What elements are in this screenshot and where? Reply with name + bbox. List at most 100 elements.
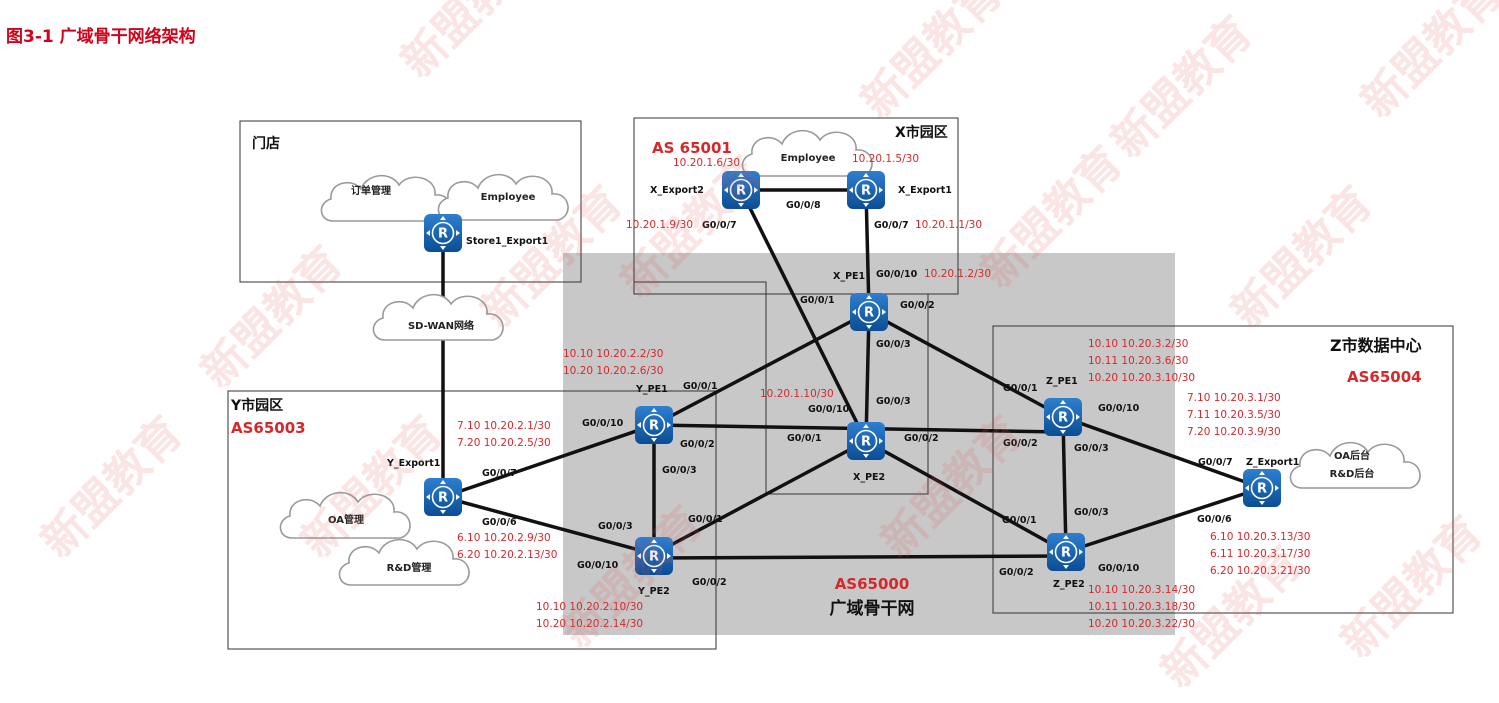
z-dc-zone-box <box>992 325 1454 614</box>
port-zpe1-g1: G0/0/1 <box>1003 383 1038 394</box>
router-icon-z-pe1[interactable] <box>1043 397 1083 437</box>
link-xpe2-zpe2 <box>864 439 1068 554</box>
ip-ype2-b: 10.20 10.20.2.14/30 <box>536 618 643 630</box>
link-ype1-yexp <box>441 423 656 499</box>
watermark: 新盟教育 <box>1102 7 1263 168</box>
x-park-zone-box <box>633 117 959 295</box>
as-x: AS 65001 <box>652 139 732 157</box>
cloud-order-mgmt-label: 订单管理 <box>351 184 391 197</box>
zone-z-dc-title: Z市数据中心 <box>1330 336 1422 355</box>
port-xpe1-g2: G0/0/2 <box>900 300 935 311</box>
ip-x1-top: 10.20.1.5/30 <box>852 153 919 165</box>
ip-zexp-7c: 7.20 10.20.3.9/30 <box>1187 426 1281 438</box>
cloud-oa-backend-label: OA后台 <box>1334 449 1370 462</box>
cloud-x-employee-label: Employee <box>781 153 836 164</box>
port-xpe1-g10: G0/0/10 <box>876 269 918 280</box>
label-z-pe2: Z_PE2 <box>1053 579 1085 590</box>
ip-yexp-7b: 7.20 10.20.2.5/30 <box>457 437 551 449</box>
link-x1-xpe1 <box>864 188 871 314</box>
link-zpe2-zexp <box>1064 486 1264 554</box>
zone-backbone-title: 广域骨干网 <box>830 598 915 619</box>
label-x-export1: X_Export1 <box>898 185 952 196</box>
watermark: 新盟教育 <box>392 0 553 88</box>
store-zone-box <box>239 120 582 283</box>
figure-title: 图3-1 广域骨干网络架构 <box>6 27 196 47</box>
port-zpe2-g3: G0/0/3 <box>1074 507 1109 518</box>
label-z-export1: Z_Export1 <box>1246 457 1299 468</box>
port-x1-g7: G0/0/7 <box>874 220 909 231</box>
port-xpe2-g1: G0/0/1 <box>787 433 822 444</box>
label-x-export2: X_Export2 <box>650 185 704 196</box>
port-ype1-g2: G0/0/2 <box>680 439 715 450</box>
ip-zexp-7a: 7.10 10.20.3.1/30 <box>1187 392 1281 404</box>
ip-ype1-a: 10.10 10.20.2.2/30 <box>563 348 663 360</box>
watermark: 新盟教育 <box>32 407 193 568</box>
port-ype2-g1: G0/0/1 <box>688 514 723 525</box>
label-x-pe2: X_PE2 <box>853 472 885 483</box>
ip-yexp-6a: 6.10 10.20.2.9/30 <box>457 532 551 544</box>
ip-zexp-6a: 6.10 10.20.3.13/30 <box>1210 531 1310 543</box>
cloud-order-mgmt: 订单管理 <box>320 174 452 222</box>
ip-x2-top: 10.20.1.6/30 <box>673 157 740 169</box>
port-zpe2-g1: G0/0/1 <box>1002 515 1037 526</box>
port-zpe2-g10: G0/0/10 <box>1098 563 1140 574</box>
port-xpe1-g1: G0/0/1 <box>800 295 835 306</box>
label-y-pe1: Y_PE1 <box>635 384 668 395</box>
router-icon-z-pe2[interactable] <box>1046 532 1086 572</box>
label-x-pe1: X_PE1 <box>833 271 865 282</box>
router-icon-x-export1[interactable] <box>846 170 886 210</box>
zone-store-title: 门店 <box>252 135 280 152</box>
port-ype2-g10: G0/0/10 <box>577 560 619 571</box>
as-z: AS65004 <box>1347 368 1422 386</box>
ip-zpe2-b: 10.11 10.20.3.18/30 <box>1088 601 1195 613</box>
router-icon-y-pe1[interactable] <box>634 405 674 445</box>
as-y: AS65003 <box>231 419 306 437</box>
cloud-sdwan-label: SD-WAN网络 <box>408 319 474 332</box>
router-icon-z-export1[interactable] <box>1242 468 1282 508</box>
router-icon-y-pe2[interactable] <box>634 536 674 576</box>
ip-ype2-a: 10.10 10.20.2.10/30 <box>536 601 643 613</box>
link-ype2-xpe2 <box>652 439 868 556</box>
port-yexp-g6: G0/0/6 <box>482 517 517 528</box>
router-icon-x-pe2[interactable] <box>846 421 886 461</box>
cloud-oa-mgmt: OA管理 <box>279 491 411 539</box>
ip-yexp-7a: 7.10 10.20.2.1/30 <box>457 420 551 432</box>
watermark: 新盟教育 <box>1332 507 1493 668</box>
cloud-rd-mgmt-label: R&D管理 <box>387 561 432 574</box>
link-ype2-yexp <box>441 495 656 556</box>
cloud-rd-mgmt: R&D管理 <box>338 538 470 586</box>
router-icon-y-export1[interactable] <box>423 477 463 517</box>
port-xpe2-g3: G0/0/3 <box>876 396 911 407</box>
port-ype2-g3: G0/0/3 <box>598 521 633 532</box>
port-x2-g7: G0/0/7 <box>702 220 737 231</box>
ip-zexp-7b: 7.11 10.20.3.5/30 <box>1187 409 1281 421</box>
port-xpe2-g10: G0/0/10 <box>808 404 850 415</box>
watermark: 新盟教育 <box>192 237 353 398</box>
zone-x-park-title: X市园区 <box>895 124 948 141</box>
label-z-pe1: Z_PE1 <box>1046 376 1078 387</box>
router-icon-x-export2[interactable] <box>721 170 761 210</box>
link-xpe1-zpe1 <box>867 310 1065 419</box>
port-zpe2-g2: G0/0/2 <box>999 567 1034 578</box>
router-icon-x-pe1[interactable] <box>849 292 889 332</box>
watermark: 新盟教育 <box>852 0 1013 128</box>
port-ype1-g3: G0/0/3 <box>662 465 697 476</box>
port-xpe2-g2: G0/0/2 <box>904 433 939 444</box>
link-zpe1-zpe2 <box>1061 415 1068 554</box>
port-zpe1-g2: G0/0/2 <box>1003 438 1038 449</box>
link-x2-xpe2 <box>739 188 868 443</box>
port-ype2-g2: G0/0/2 <box>692 577 727 588</box>
label-y-export1: Y_Export1 <box>386 458 440 469</box>
ip-zpe1-b: 10.11 10.20.3.6/30 <box>1088 355 1188 367</box>
ip-zpe1-a: 10.10 10.20.3.2/30 <box>1088 338 1188 350</box>
ip-zpe2-a: 10.10 10.20.3.14/30 <box>1088 584 1195 596</box>
cloud-store-employee-label: Employee <box>481 192 536 203</box>
cloud-sdwan: SD-WAN网络 <box>372 293 504 341</box>
port-ype1-g10: G0/0/10 <box>582 418 624 429</box>
ip-yexp-6b: 6.20 10.20.2.13/30 <box>457 549 557 561</box>
router-icon-store1-export1[interactable] <box>423 213 463 253</box>
ip-x1-bottom: 10.20.1.1/30 <box>915 219 982 231</box>
watermark: 新盟教育 <box>1222 177 1383 338</box>
watermark: 新盟教育 <box>1352 0 1499 128</box>
label-store1-export1: Store1_Export1 <box>466 236 548 247</box>
